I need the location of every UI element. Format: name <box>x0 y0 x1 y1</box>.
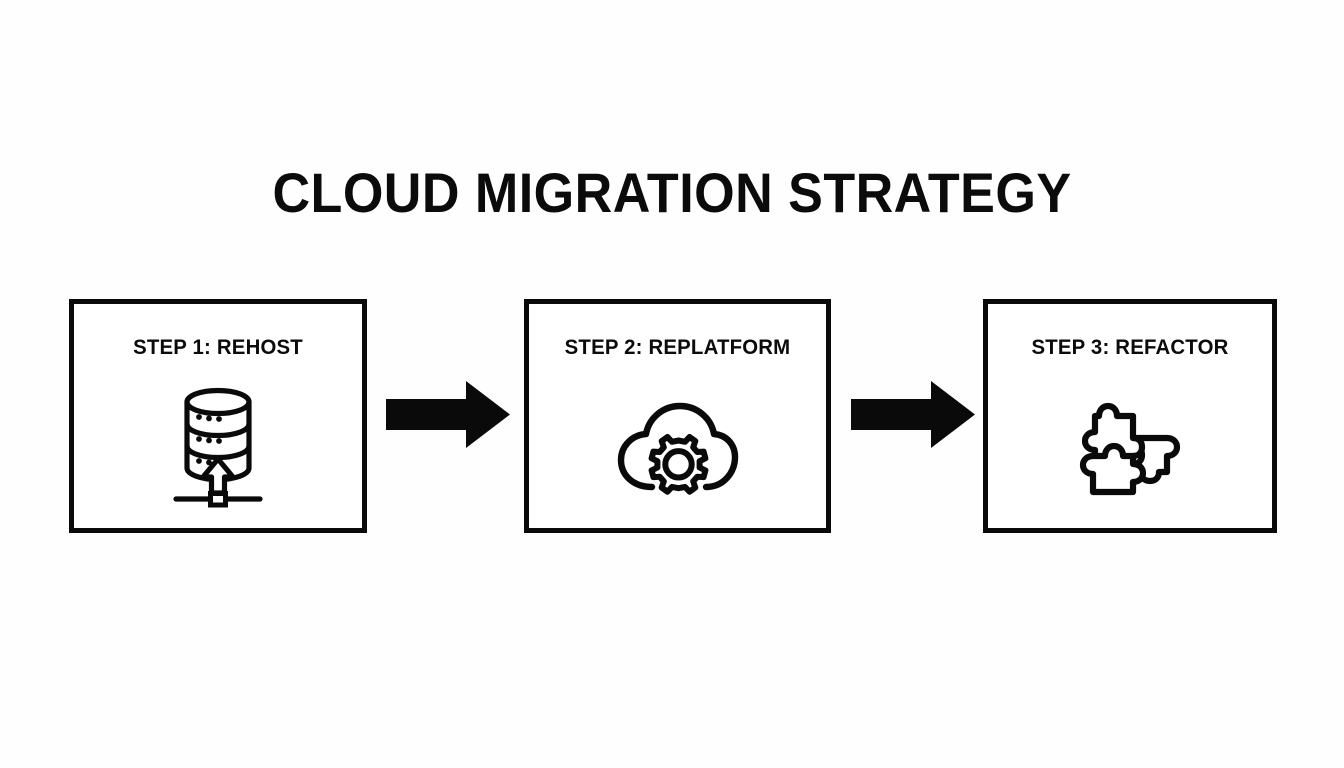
cloud-gear-icon <box>617 402 738 495</box>
puzzle-pieces-icon <box>1079 402 1181 496</box>
database-stack-upload-icon <box>173 387 263 508</box>
step-icon-container-3 <box>988 382 1272 512</box>
arrow-right-icon <box>386 381 510 448</box>
arrow-right-icon <box>851 381 975 448</box>
step-label-1: STEP 1: REHOST <box>133 336 303 359</box>
page-title: CLOUD MIGRATION STRATEGY <box>272 161 1072 224</box>
step-icon-container-1 <box>74 382 362 512</box>
step-card-1[interactable]: STEP 1: REHOST <box>69 299 367 533</box>
step-label-2: STEP 2: REPLATFORM <box>564 336 791 359</box>
cloud-outline <box>617 402 738 491</box>
step-label-3: STEP 3: REFACTOR <box>1031 336 1229 359</box>
step-card-3[interactable]: STEP 3: REFACTOR <box>983 299 1277 533</box>
puzzle-piece-bottom-left <box>1079 442 1147 496</box>
flow-arrow-2 <box>851 381 975 448</box>
network-node <box>208 491 228 508</box>
step-card-2[interactable]: STEP 2: REPLATFORM <box>524 299 831 533</box>
step-icon-container-2 <box>529 382 826 512</box>
gear-icon <box>648 434 708 495</box>
flow-arrow-1 <box>386 381 510 448</box>
puzzle-piece-top-left <box>1081 402 1146 468</box>
